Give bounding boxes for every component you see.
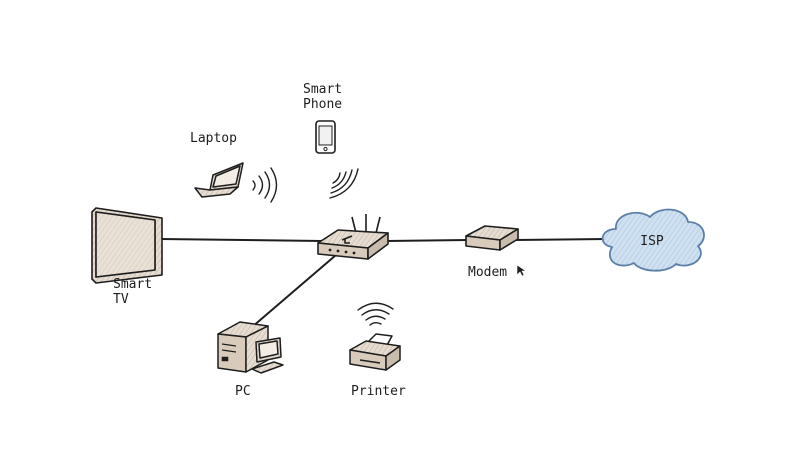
pc-icon (217, 321, 284, 374)
router-icon (317, 214, 389, 260)
laptop-label: Laptop (190, 131, 237, 146)
laptop-icon (194, 162, 244, 198)
printer-icon (349, 333, 401, 371)
link-router-pc (251, 254, 337, 328)
isp-label: ISP (640, 234, 664, 249)
isp-cloud-icon (601, 208, 705, 272)
laptop-wifi-icon (252, 167, 278, 203)
smart-phone-icon (315, 120, 336, 154)
smart-phone-label: Smart Phone (303, 82, 343, 112)
link-router-modem (385, 239, 469, 242)
link-tv-router (159, 238, 323, 242)
smart-phone-wifi-icon (329, 168, 359, 199)
smart-tv-label: Smart TV (113, 277, 153, 307)
modem-label: Modem (468, 265, 508, 280)
link-modem-isp (514, 238, 609, 241)
printer-label: Printer (351, 384, 406, 399)
mouse-pointer-icon (516, 264, 527, 277)
smart-tv-icon (91, 207, 163, 284)
wired-links (159, 238, 609, 328)
pc-label: PC (235, 384, 251, 399)
printer-wifi-icon (357, 302, 394, 326)
modem-icon (465, 225, 519, 251)
